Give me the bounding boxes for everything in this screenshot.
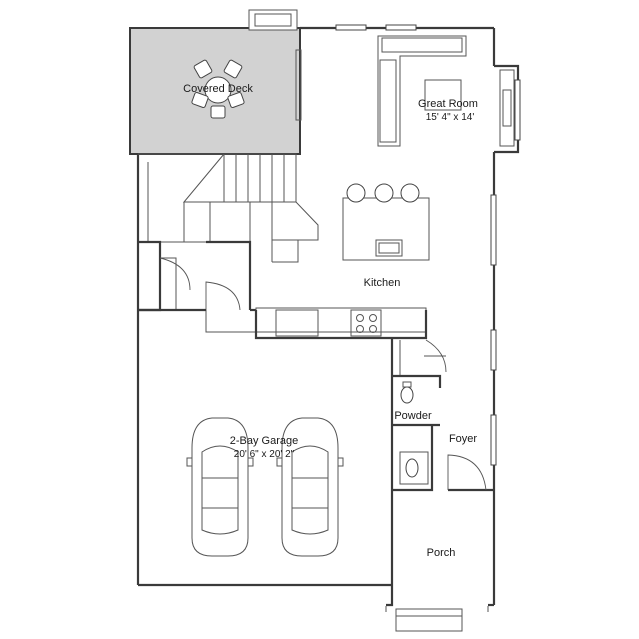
window [514,79,521,141]
room-dimensions-great-room: 15' 4" x 14' [426,112,475,123]
car-icon [186,417,254,557]
window [385,24,417,31]
car-icon [276,417,344,557]
sectional-sofa-icon [377,35,467,147]
covered-deck-area [129,27,302,155]
porch-front [385,606,489,632]
sink-icon [375,239,403,257]
window [490,414,497,466]
powder-room [392,374,442,492]
kitchen-island [342,183,430,261]
room-label-foyer: Foyer [449,433,477,445]
garage-wall [254,310,392,340]
chimney [248,9,298,31]
toilet-icon [400,381,414,404]
kitchen-counter [255,307,427,339]
coffee-table-icon [424,79,462,111]
mudroom-walls [138,240,256,333]
room-label-great-room: Great Room [418,98,478,110]
fireplace-icon [499,69,515,147]
room-label-kitchen: Kitchen [364,277,401,289]
room-label-porch: Porch [427,547,456,559]
room-dimensions-garage: 20' 6" x 20' 2" [234,449,295,460]
room-label-powder: Powder [394,410,432,422]
window [490,329,497,371]
window [335,24,367,31]
vanity-sink-icon [399,451,429,485]
staircase [138,153,319,263]
room-label-covered-deck: Covered Deck [183,83,253,95]
dining-table-icon [191,59,245,119]
front-door [447,454,494,492]
room-label-garage: 2-Bay Garage [230,435,298,447]
window [490,194,497,266]
